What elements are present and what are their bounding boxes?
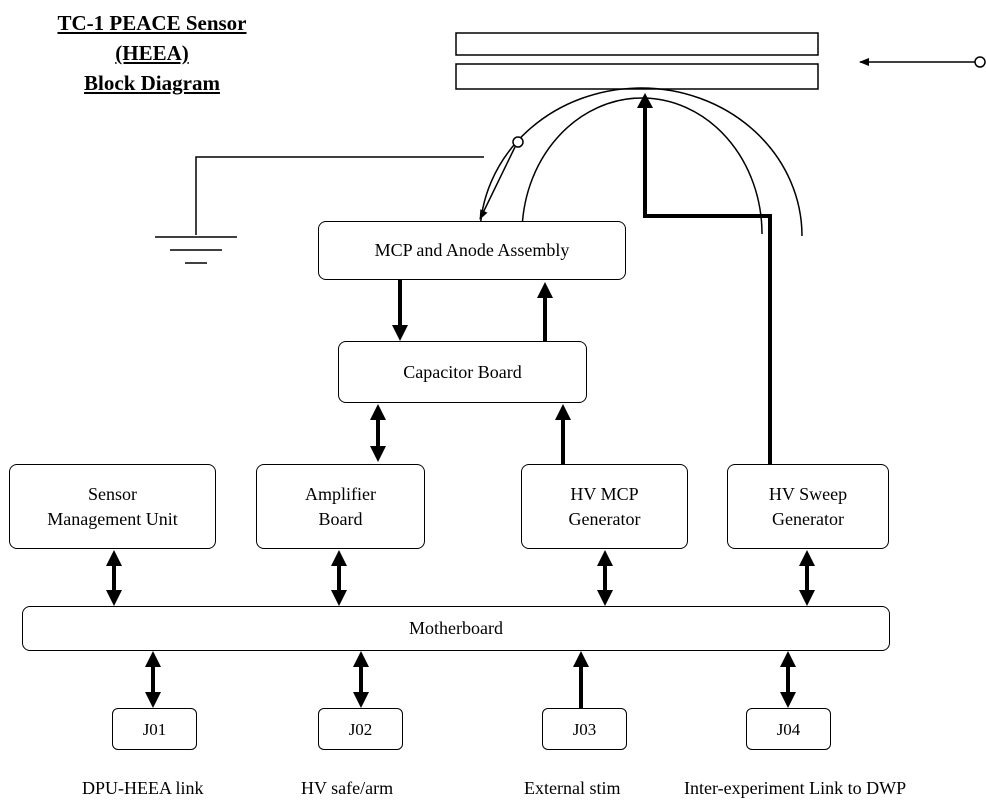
hv-mcp-generator-box: HV MCP Generator xyxy=(521,464,688,549)
amplifier-label-2: Board xyxy=(318,508,363,529)
j03-caption: External stim xyxy=(524,778,621,798)
sensor-mgmt-label-2: Management Unit xyxy=(47,508,178,529)
connector-j04: J04 xyxy=(746,708,831,750)
mcp-anode-assembly-box: MCP and Anode Assembly xyxy=(318,221,626,280)
switch-terminal xyxy=(512,136,524,148)
hv-sweep-label-1: HV Sweep xyxy=(768,483,848,504)
sensor-mgmt-label-1: Sensor xyxy=(88,483,137,504)
motherboard-j01-arrow xyxy=(145,651,161,708)
j01-caption: DPU-HEEA link xyxy=(82,778,204,798)
j03-to-motherboard-arrow xyxy=(573,651,589,708)
j02-caption: HV safe/arm xyxy=(301,778,394,798)
j03-label: J03 xyxy=(572,719,597,739)
motherboard-box: Motherboard xyxy=(22,606,890,651)
hvsweep-motherboard-arrow xyxy=(799,550,815,606)
capacitor-board-box: Capacitor Board xyxy=(338,341,587,403)
connector-j02: J02 xyxy=(318,708,403,750)
diagram-title: TC-1 PEACE Sensor (HEEA) Block Diagram xyxy=(22,8,282,98)
outer-hemisphere xyxy=(479,87,803,237)
j01-label: J01 xyxy=(142,719,167,739)
amplifier-board-box: Amplifier Board xyxy=(256,464,425,549)
hvmcp-motherboard-arrow xyxy=(597,550,613,606)
j02-label: J02 xyxy=(348,719,373,739)
sensor-management-unit-box: Sensor Management Unit xyxy=(9,464,216,549)
motherboard-label: Motherboard xyxy=(409,618,503,638)
amplifier-motherboard-arrow xyxy=(331,550,347,606)
motherboard-j02-arrow xyxy=(353,651,369,708)
entry-point xyxy=(974,56,986,68)
mcp-anode-label: MCP and Anode Assembly xyxy=(374,240,570,260)
sensor-mgmt-motherboard-arrow xyxy=(106,550,122,606)
switch-arrow xyxy=(479,146,516,220)
collimator-top-plate xyxy=(455,32,819,56)
j04-label: J04 xyxy=(776,719,801,739)
amplifier-label-1: Amplifier xyxy=(305,483,376,504)
j04-caption: Inter-experiment Link to DWP xyxy=(684,778,907,798)
hv-sweep-wire xyxy=(643,108,772,466)
title-line-1: TC-1 PEACE Sensor xyxy=(57,11,247,35)
motherboard-j04-arrow xyxy=(780,651,796,708)
hv-sweep-generator-box: HV Sweep Generator xyxy=(727,464,889,549)
hv-mcp-label-1: HV MCP xyxy=(570,483,639,504)
hv-sweep-label-2: Generator xyxy=(772,508,844,529)
capacitor-label: Capacitor Board xyxy=(403,361,522,382)
title-line-3: Block Diagram xyxy=(84,71,220,95)
hv-mcp-label-2: Generator xyxy=(568,508,641,529)
ground-wire xyxy=(195,156,484,235)
connector-j01: J01 xyxy=(112,708,197,750)
inner-hemisphere xyxy=(521,97,763,235)
title-line-2: (HEEA) xyxy=(115,41,189,65)
connector-j03: J03 xyxy=(542,708,627,750)
hv-sweep-arrowhead xyxy=(637,93,653,108)
collimator-bottom-plate xyxy=(455,63,819,90)
